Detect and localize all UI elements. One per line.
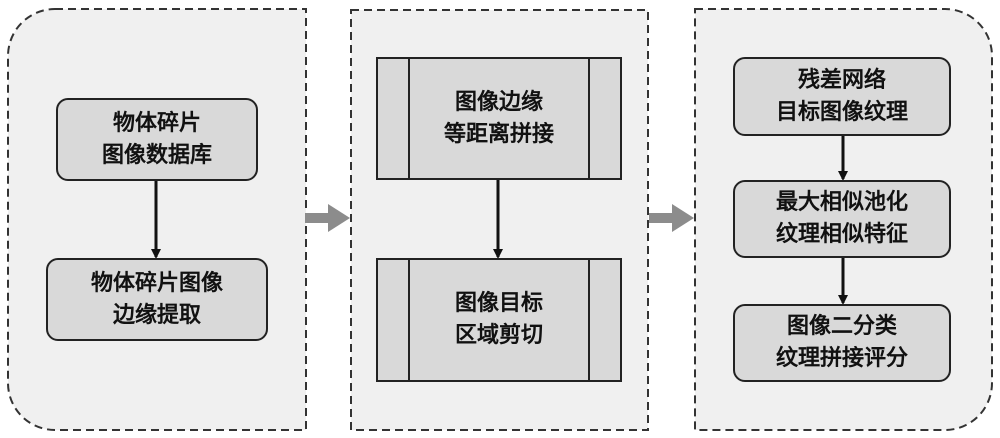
box-text: 图像数据库: [101, 141, 212, 168]
box-text: 纹理拼接评分: [775, 345, 908, 371]
box-text: 边缘提取: [112, 301, 201, 328]
box-text: 残差网络: [797, 66, 886, 93]
box-text: 物体碎片图像: [90, 269, 223, 296]
box-residual-network: 残差网络 目标图像纹理: [733, 57, 951, 136]
box-text: 等距离拼接: [443, 120, 554, 147]
box-max-similarity-pooling: 最大相似池化 纹理相似特征: [733, 180, 951, 258]
box-edge-stitching: 图像边缘 等距离拼接: [376, 57, 622, 180]
box-text: 图像二分类: [786, 313, 897, 340]
box-text: 图像目标: [454, 290, 543, 317]
box-text: 区域剪切: [454, 322, 543, 348]
box-text: 物体碎片: [112, 109, 201, 136]
box-edge-extraction: 物体碎片图像 边缘提取: [46, 258, 268, 341]
box-text: 纹理相似特征: [775, 221, 908, 247]
box-text: 最大相似池化: [775, 189, 908, 216]
box-region-cut: 图像目标 区域剪切: [376, 258, 622, 382]
flow-arrow-2: [649, 204, 694, 232]
box-binary-classification: 图像二分类 纹理拼接评分: [733, 304, 951, 382]
box-fragment-database: 物体碎片 图像数据库: [56, 98, 258, 181]
box-text: 目标图像纹理: [775, 98, 908, 125]
flow-arrow-1: [305, 204, 350, 232]
box-text: 图像边缘: [454, 88, 543, 115]
